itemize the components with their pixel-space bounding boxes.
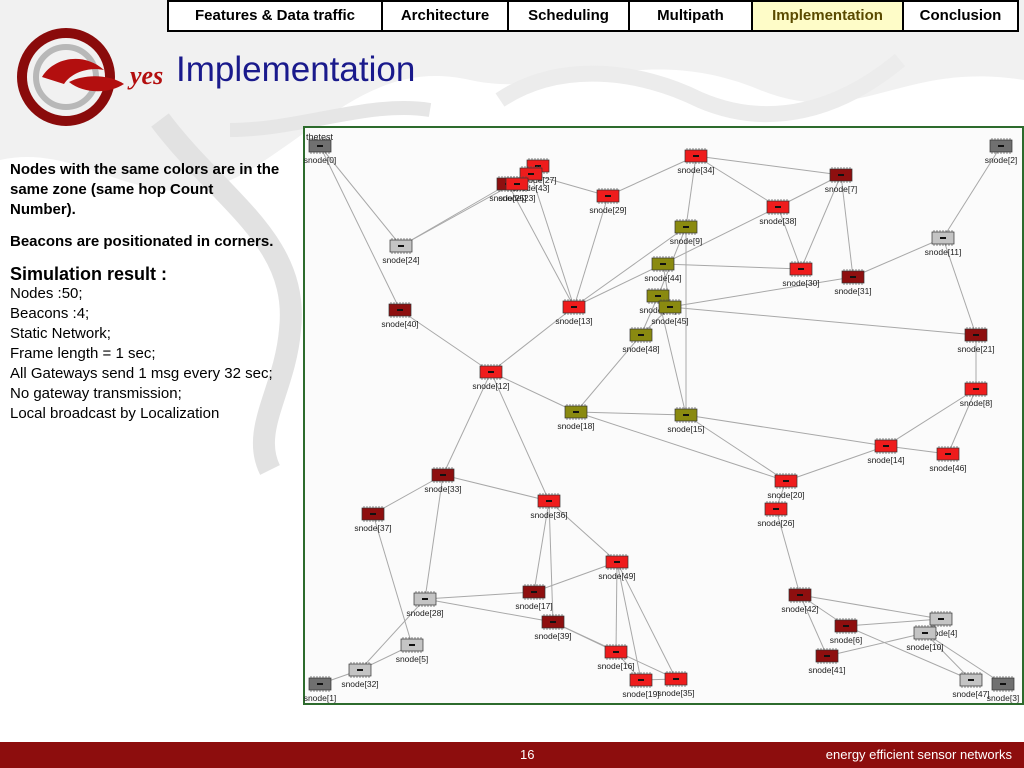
tab-features-data-traffic[interactable]: Features & Data traffic: [169, 2, 383, 30]
node-label: snode[16]: [597, 661, 634, 671]
node-label: snode[32]: [341, 679, 378, 689]
section-tab-bar: Features & Data traffic Architecture Sch…: [167, 0, 1019, 32]
node-label: snode[20]: [767, 490, 804, 500]
node-label: snode[7]: [825, 184, 858, 194]
page-title: Implementation: [176, 50, 415, 90]
result-line: Static Network;: [10, 324, 280, 344]
node-label: snode[38]: [759, 216, 796, 226]
node-label: snode[45]: [651, 316, 688, 326]
description-panel: Nodes with the same colors are in the sa…: [10, 160, 280, 424]
node-label: snode[37]: [354, 523, 391, 533]
tab-architecture[interactable]: Architecture: [383, 2, 509, 30]
node-label: snode[35]: [657, 688, 694, 698]
node-label: snode[19]: [622, 689, 659, 699]
node-label: snode[49]: [598, 571, 635, 581]
node-label: snode[24]: [382, 255, 419, 265]
node-label: snode[46]: [929, 463, 966, 473]
svg-text:yes: yes: [127, 61, 163, 90]
eyes-logo: yes: [14, 22, 184, 132]
node-label: snode[41]: [808, 665, 845, 675]
node-label: snode[18]: [557, 421, 594, 431]
node-label: snode[5]: [396, 654, 429, 664]
sensor-network-diagram: thetest snode[0]snode[2]snode[1]snode[3]…: [303, 126, 1024, 705]
node-label: snode[6]: [830, 635, 863, 645]
zone-color-note: Nodes with the same colors are in the sa…: [10, 160, 280, 220]
node-label: snode[0]: [304, 155, 337, 165]
tab-conclusion[interactable]: Conclusion: [904, 2, 1017, 30]
node-label: snode[23]: [498, 193, 535, 203]
result-line: Frame length = 1 sec;: [10, 344, 280, 364]
footer-bar: 16 energy efficient sensor networks: [0, 742, 1024, 768]
node-label: snode[29]: [589, 205, 626, 215]
node-label: snode[11]: [925, 247, 962, 257]
node-label: snode[10]: [906, 642, 943, 652]
result-line: Local broadcast by Localization: [10, 404, 280, 424]
simulation-result-heading: Simulation result :: [10, 264, 280, 284]
node-label: snode[42]: [781, 604, 818, 614]
footer-title: energy efficient sensor networks: [826, 747, 1012, 762]
node-label: snode[26]: [757, 518, 794, 528]
tab-implementation[interactable]: Implementation: [753, 2, 904, 30]
result-line: All Gateways send 1 msg every 32 sec;: [10, 364, 280, 384]
tab-scheduling[interactable]: Scheduling: [509, 2, 630, 30]
node-label: snode[47]: [952, 689, 989, 699]
node-label: snode[14]: [867, 455, 904, 465]
node-label: snode[15]: [667, 424, 704, 434]
node-label: snode[3]: [987, 693, 1020, 703]
node-label: snode[2]: [985, 155, 1018, 165]
node-label: snode[28]: [406, 608, 443, 618]
result-line: Nodes :50;: [10, 284, 280, 304]
tab-multipath[interactable]: Multipath: [630, 2, 753, 30]
node-label: snode[8]: [960, 398, 993, 408]
node-label: snode[39]: [534, 631, 571, 641]
node-label: snode[33]: [424, 484, 461, 494]
node-label: snode[48]: [622, 344, 659, 354]
node-label: snode[30]: [782, 278, 819, 288]
node-label: snode[17]: [515, 601, 552, 611]
beacon-note: Beacons are positionated in corners.: [10, 232, 280, 252]
node-label: snode[36]: [530, 510, 567, 520]
result-line: No gateway transmission;: [10, 384, 280, 404]
node-label: snode[9]: [670, 236, 703, 246]
node-label: snode[21]: [957, 344, 994, 354]
result-line: Beacons :4;: [10, 304, 280, 324]
node-label: snode[34]: [677, 165, 714, 175]
node-label: snode[12]: [472, 381, 509, 391]
node-label: snode[40]: [381, 319, 418, 329]
node-label: snode[1]: [304, 693, 337, 703]
node-label: snode[31]: [834, 286, 871, 296]
node-label: snode[13]: [555, 316, 592, 326]
page-number: 16: [520, 747, 534, 762]
node-label: snode[44]: [644, 273, 681, 283]
